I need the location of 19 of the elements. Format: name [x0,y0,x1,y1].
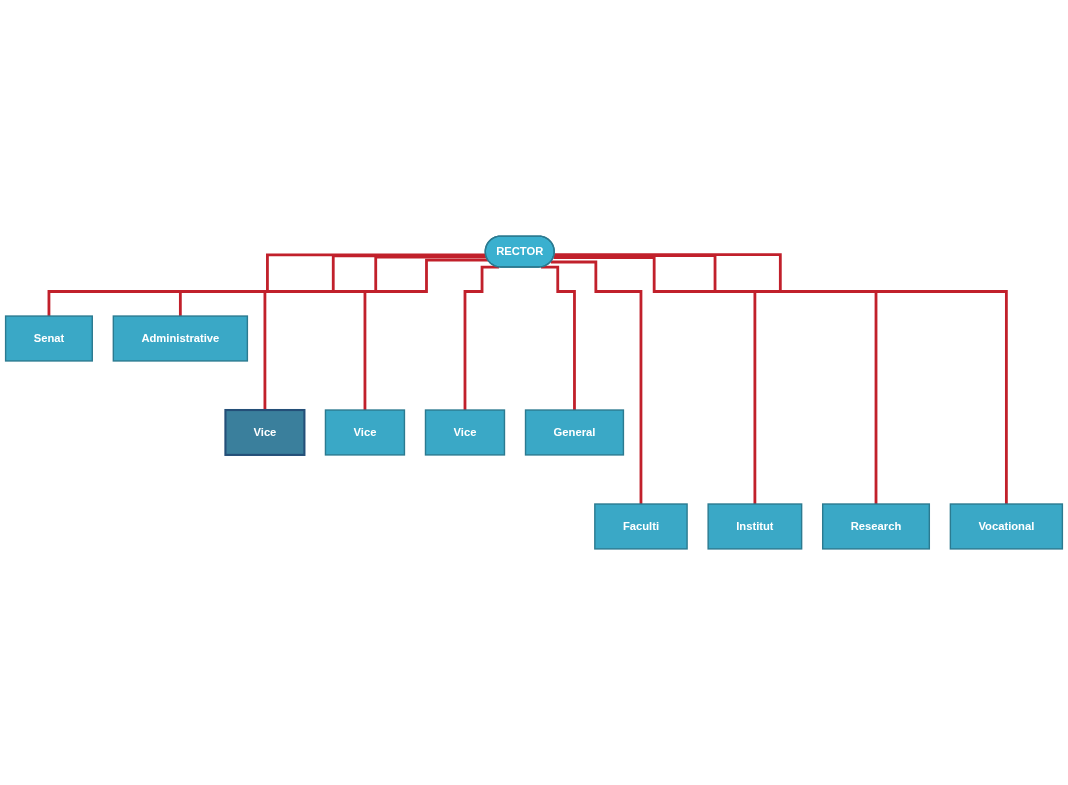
connector [463,265,500,412]
connector [553,256,757,506]
connector [554,254,878,506]
node-box: Research [822,503,931,550]
node-box: Senat [4,315,93,362]
node-box: Institut [707,503,803,550]
connector [541,265,576,412]
connector [263,255,487,412]
connector [554,253,1008,506]
node-box: Vice [224,408,306,456]
node-box: General [524,409,625,456]
connector [47,253,486,318]
connector [550,260,643,506]
node-box: Vice [424,409,506,456]
node-box: Administrative [112,315,249,362]
node-box: Vocational [949,503,1064,550]
node-box: Vice [324,409,406,456]
connector [363,258,489,412]
node-box: Faculti [594,503,688,550]
